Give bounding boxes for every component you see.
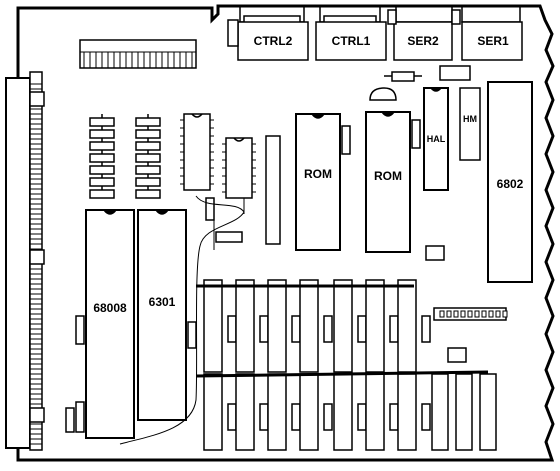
hm-chip: HM [459, 87, 481, 161]
memory-resistor [389, 315, 399, 343]
memory-chip [203, 279, 223, 373]
capacitor-c [215, 231, 243, 243]
capacitor-e [425, 245, 445, 261]
board-outline [16, 4, 555, 462]
crystal-top [439, 65, 471, 81]
rom-left-chip: ROM [295, 113, 341, 251]
port-ser2-label: SER2 [407, 34, 439, 48]
stack-component [89, 189, 115, 199]
port-ctrl1: CTRL1 [315, 6, 387, 61]
stack-component [89, 153, 115, 163]
stack-component [89, 141, 115, 151]
memory-chip [431, 373, 449, 451]
stack-component [135, 117, 161, 127]
wire-trace [119, 195, 245, 445]
memory-chip [455, 373, 473, 451]
memory-chip [397, 373, 417, 451]
memory-chip [267, 279, 287, 373]
memory-resistor [421, 403, 431, 431]
memory-chip [203, 373, 223, 451]
memory-chip [333, 373, 353, 451]
chip-68008-label: 68008 [93, 301, 127, 315]
resistor-6301 [187, 321, 197, 349]
chip-6301-label: 6301 [149, 295, 176, 309]
memory-chip [397, 279, 417, 373]
small-ic-a [180, 113, 214, 191]
memory-resistor [357, 403, 367, 431]
memory-resistor [291, 315, 301, 343]
chip-68008: 68008 [85, 209, 135, 439]
pin-header [79, 39, 197, 69]
edge-connector [5, 71, 45, 451]
chip-6802-label: 6802 [497, 177, 524, 191]
memory-resistor [323, 403, 333, 431]
resistor-68008 [75, 315, 85, 345]
chip-6301: 6301 [137, 209, 187, 421]
chip-6802: 6802 [487, 81, 533, 283]
memory-resistor [323, 315, 333, 343]
memory-resistor [227, 315, 237, 343]
memory-chip [333, 279, 353, 373]
stack-component [89, 129, 115, 139]
port-ctrl2-label: CTRL2 [254, 34, 293, 48]
memory-resistor [259, 315, 269, 343]
small-ic-b [222, 137, 256, 199]
hal-chip: HAL [423, 87, 449, 191]
rom-left-label: ROM [304, 167, 332, 181]
stack-component [135, 141, 161, 151]
stack-component [135, 165, 161, 175]
stack-component [135, 189, 161, 199]
memory-bus-bottom [195, 370, 489, 378]
led-top [369, 87, 397, 101]
stack-component [135, 153, 161, 163]
hm-label: HM [463, 114, 477, 124]
port-ctrl1-label: CTRL1 [332, 34, 371, 48]
resistor-rom-right [411, 119, 421, 149]
port-ser1: SER1 [451, 6, 523, 61]
rom-right-label: ROM [374, 169, 402, 183]
memory-chip [235, 279, 255, 373]
capacitor-d [205, 197, 215, 221]
memory-resistor [259, 403, 269, 431]
stack-component [135, 129, 161, 139]
stack-component [135, 177, 161, 187]
memory-resistor [389, 403, 399, 431]
narrow-component [265, 135, 281, 245]
memory-array [203, 279, 497, 451]
hal-label: HAL [427, 134, 446, 144]
memory-chip [299, 373, 319, 451]
memory-resistor [227, 403, 237, 431]
port-ser1-label: SER1 [477, 34, 509, 48]
memory-resistor [291, 403, 301, 431]
wire-trace-b [213, 198, 245, 250]
component-stack-left [89, 114, 115, 199]
capacitor-g [65, 407, 75, 433]
capacitor-h [75, 401, 85, 433]
component-stack-mid [135, 114, 161, 199]
memory-chip [267, 373, 287, 451]
resistor-rom-left [341, 125, 351, 155]
memory-resistor [357, 315, 367, 343]
capacitor-f [447, 347, 467, 363]
stack-component [89, 117, 115, 127]
port-ser2: SER2 [387, 6, 453, 61]
memory-chip [365, 373, 385, 451]
memory-chip [479, 373, 497, 451]
memory-chip [235, 373, 255, 451]
rom-right-chip: ROM [365, 111, 411, 253]
stack-component [89, 165, 115, 175]
memory-chip [299, 279, 319, 373]
stack-component [89, 177, 115, 187]
port-ctrl2: CTRL2 [227, 6, 309, 61]
memory-chip [365, 279, 385, 373]
memory-resistor [421, 315, 431, 343]
resistor-top [391, 71, 415, 82]
